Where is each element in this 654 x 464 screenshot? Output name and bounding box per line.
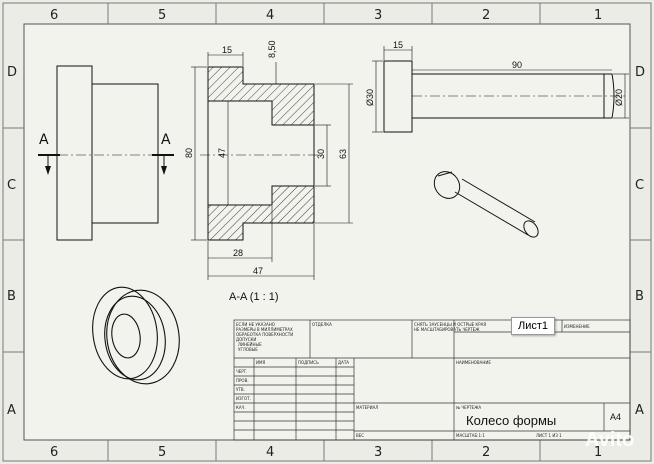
zone-bottom-1: 1 (594, 445, 602, 460)
tb-label-5: УГЛОВЫЕ (238, 347, 258, 352)
zone-labels-right: D C B A (635, 65, 645, 418)
shaft-dim-d30: Ø30 (365, 89, 375, 106)
zone-ticks (3, 3, 651, 461)
zone-labels-bottom: 6 5 4 3 2 1 (50, 445, 602, 460)
zone-left-D: D (7, 65, 17, 80)
tb-label-17: ПОДПИСЬ (298, 360, 319, 365)
zone-labels-top: 6 5 4 3 2 1 (50, 8, 602, 23)
zone-bottom-6: 6 (50, 445, 58, 460)
tb-label-11: № ЧЕРТЕЖА (456, 405, 481, 410)
zone-left-C: C (7, 178, 16, 193)
section-caption: A-A (1 : 1) (229, 291, 279, 303)
section-letter-right: A (161, 132, 171, 148)
tb-label-0: ЕСЛИ НЕ УКАЗАНО (236, 322, 275, 327)
dim-63: 63 (338, 149, 348, 159)
tb-label-14: МАТЕРИАЛ (356, 405, 378, 410)
section-letter-left: A (39, 132, 49, 148)
tb-label-4: ЛИНЕЙНЫЕ (238, 342, 262, 347)
zone-top-5: 5 (158, 8, 166, 23)
zone-left-A: A (7, 403, 16, 418)
inner-frame (23, 23, 631, 441)
tb-label-20: ПРОВ. (236, 378, 249, 383)
tb-label-3: ДОПУСКИ (236, 337, 256, 342)
tb-label-16: ИМЯ (256, 360, 265, 365)
side-view (40, 65, 174, 241)
zone-top-6: 6 (50, 8, 58, 23)
tb-label-10: НАИМЕНОВАНИЕ (456, 360, 491, 365)
watermark: Avito (585, 429, 634, 451)
tb-label-9: ИЗМЕНЕНИЕ (564, 324, 590, 329)
title-block-grid (233, 319, 631, 441)
part-name: Колесо формы (466, 413, 556, 428)
shaft-dim-90: 90 (512, 60, 522, 70)
tb-label-15: ВЕС (356, 433, 364, 438)
title-block-labels: ЕСЛИ НЕ УКАЗАНО РАЗМЕРЫ В МИЛЛИМЕТРАХ ОБ… (236, 322, 590, 438)
tb-label-21: УТВ. (236, 387, 245, 392)
shaft-dimension-lines (372, 46, 629, 133)
zone-bottom-4: 4 (266, 445, 274, 460)
shaft-dim-d20: Ø20 (614, 89, 624, 106)
tb-label-23: КАЧ. (236, 405, 246, 410)
tb-label-6: ОТДЕЛКА (312, 322, 332, 327)
sheet-format: A4 (610, 412, 621, 422)
zone-top-2: 2 (482, 8, 490, 23)
zone-labels-left: D C B A (7, 65, 17, 418)
sheet-tab-tooltip: Лист1 (511, 317, 556, 335)
tb-label-18: ДАТА (338, 360, 349, 365)
section-mark-left: A (38, 132, 60, 175)
section-dimension-lines (191, 52, 353, 280)
tb-label-19: ЧЕРТ. (236, 369, 247, 374)
zone-right-B: B (635, 289, 644, 304)
zone-right-C: C (635, 178, 644, 193)
zone-right-D: D (635, 65, 645, 80)
section-view (200, 66, 322, 241)
zone-right-A: A (635, 403, 644, 418)
zone-bottom-2: 2 (482, 445, 490, 460)
tb-label-7: СНЯТЬ ЗАУСЕНЦЫ И ОСТРЫЕ КРАЯ (414, 322, 486, 327)
dim-47-inner: 47 (217, 148, 227, 158)
shaft-dim-15: 15 (393, 40, 403, 50)
zone-bottom-3: 3 (374, 445, 382, 460)
dim-30: 30 (316, 149, 326, 159)
tb-label-2: ОБРАБОТКА ПОВЕРХНОСТИ (236, 332, 293, 337)
wheel-isometric (92, 286, 180, 385)
zone-left-B: B (7, 289, 16, 304)
zone-bottom-5: 5 (158, 445, 166, 460)
dim-28: 28 (233, 248, 243, 258)
dim-15: 15 (222, 45, 232, 55)
dim-47-bottom: 47 (253, 266, 263, 276)
shaft-isometric (433, 171, 539, 238)
shaft-view (383, 60, 625, 133)
zone-top-1: 1 (594, 8, 602, 23)
tb-label-22: ИЗГОТ. (236, 396, 251, 401)
tb-label-1: РАЗМЕРЫ В МИЛЛИМЕТРАХ (236, 327, 293, 332)
zone-top-3: 3 (374, 8, 382, 23)
dim-8-50: 8,50 (267, 40, 277, 58)
tb-label-13: ЛИСТ 1 ИЗ 1 (536, 433, 562, 438)
tb-label-8: НЕ МАСШТАБИРОВАТЬ ЧЕРТЕЖ (414, 327, 480, 332)
zone-top-4: 4 (266, 8, 274, 23)
dim-80: 80 (184, 148, 194, 158)
tb-label-12: МАСШТАБ:1:1 (456, 433, 485, 438)
section-mark-right: A (152, 132, 174, 175)
